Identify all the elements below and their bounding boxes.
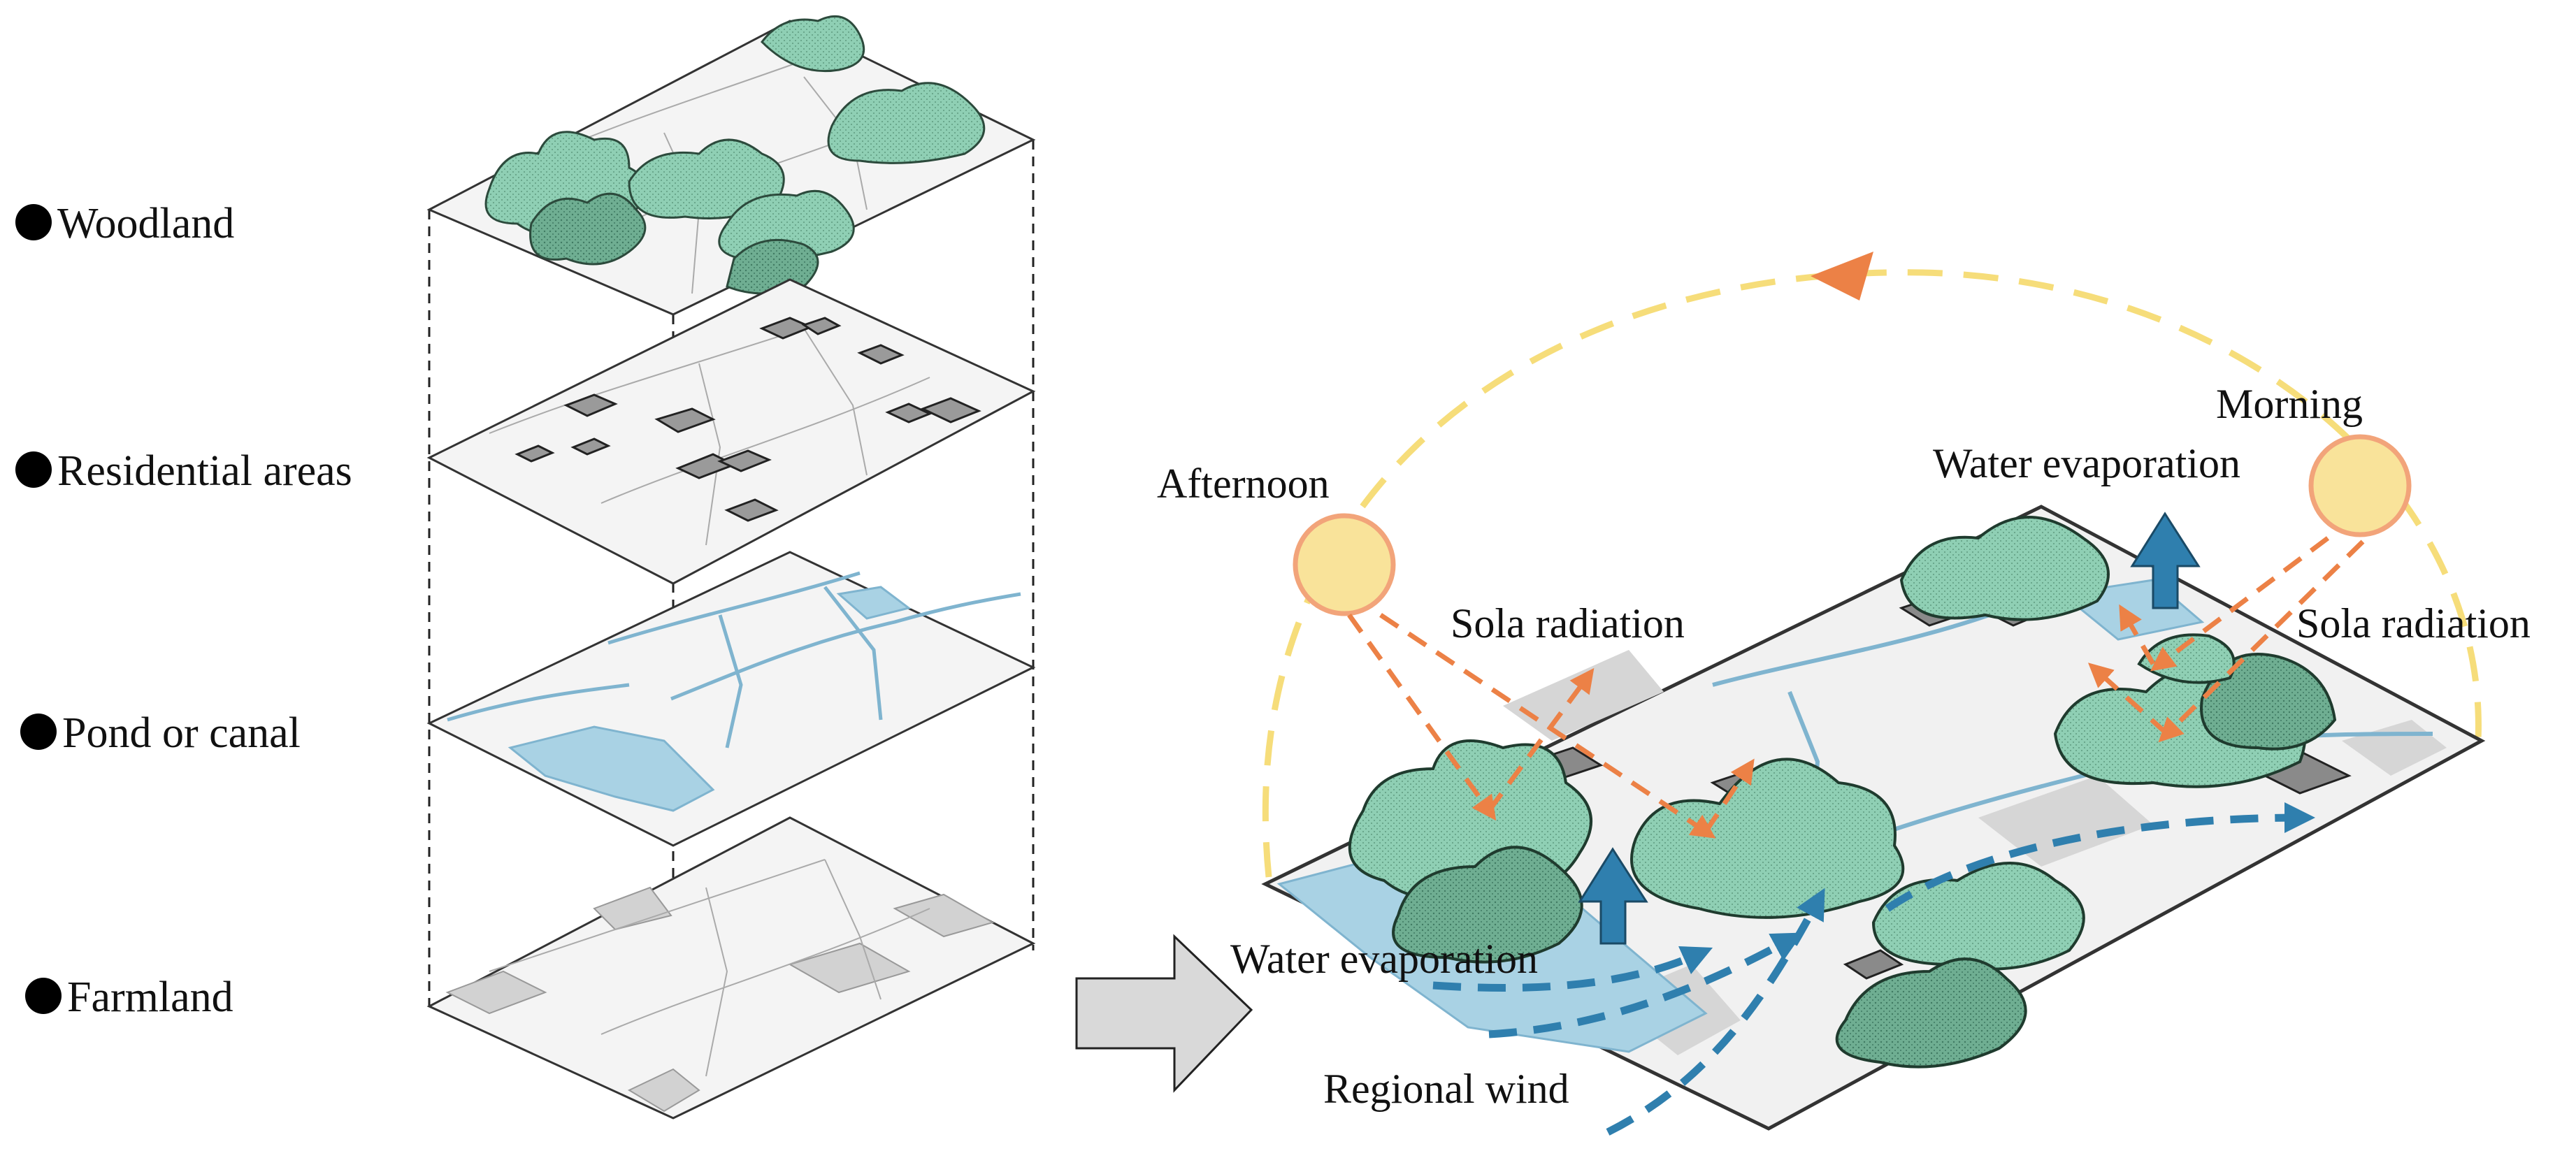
pond-area [508, 725, 715, 812]
transition-arrow-icon [1075, 934, 1253, 1093]
bullet-icon [15, 451, 52, 488]
residential-layer [426, 278, 1036, 585]
solar-radiation-arrows [1347, 536, 2365, 839]
water-evaporation-bottom-label: Water evaporation [1230, 936, 1538, 982]
layer-label-residential: Residential areas [57, 447, 352, 495]
sun-direction-arrow-icon [1811, 252, 1873, 301]
sola-radiation-right-label: Sola radiation [2296, 600, 2531, 646]
regional-wind-label: Regional wind [1323, 1066, 1569, 1112]
annotation-labels: Afternoon Morning Water evaporation Sola… [1157, 381, 2531, 1112]
bullet-icon [25, 978, 62, 1014]
afternoon-label: Afternoon [1157, 461, 1330, 507]
woodland-trees [484, 15, 986, 295]
layer-label-woodland: Woodland [57, 200, 234, 247]
sola-radiation-left-label: Sola radiation [1451, 600, 1685, 646]
afternoon-sun-icon [1293, 513, 1396, 616]
morning-label: Morning [2216, 381, 2363, 427]
bullet-icon [15, 204, 52, 240]
pond-canal-layer [426, 551, 1036, 847]
bullet-icon [20, 714, 57, 750]
farmland-layer [426, 816, 1036, 1120]
layer-connector-lines [428, 140, 1035, 1118]
combined-landscape [1261, 252, 2486, 1136]
layer-labels: Woodland Residential areas Pond or canal… [15, 200, 352, 1021]
layer-label-pond: Pond or canal [62, 709, 301, 757]
regional-wind-arrows [1432, 802, 2315, 1136]
water-evaporation-top-label: Water evaporation [1933, 440, 2240, 486]
layer-label-farmland: Farmland [67, 973, 233, 1021]
residential-buildings [515, 317, 981, 522]
morning-sun-icon [2308, 434, 2412, 537]
evaporation-arrow-top-icon [2130, 512, 2201, 609]
evaporation-arrow-bottom-icon [1578, 847, 1648, 945]
woodland-layer [426, 15, 1036, 316]
